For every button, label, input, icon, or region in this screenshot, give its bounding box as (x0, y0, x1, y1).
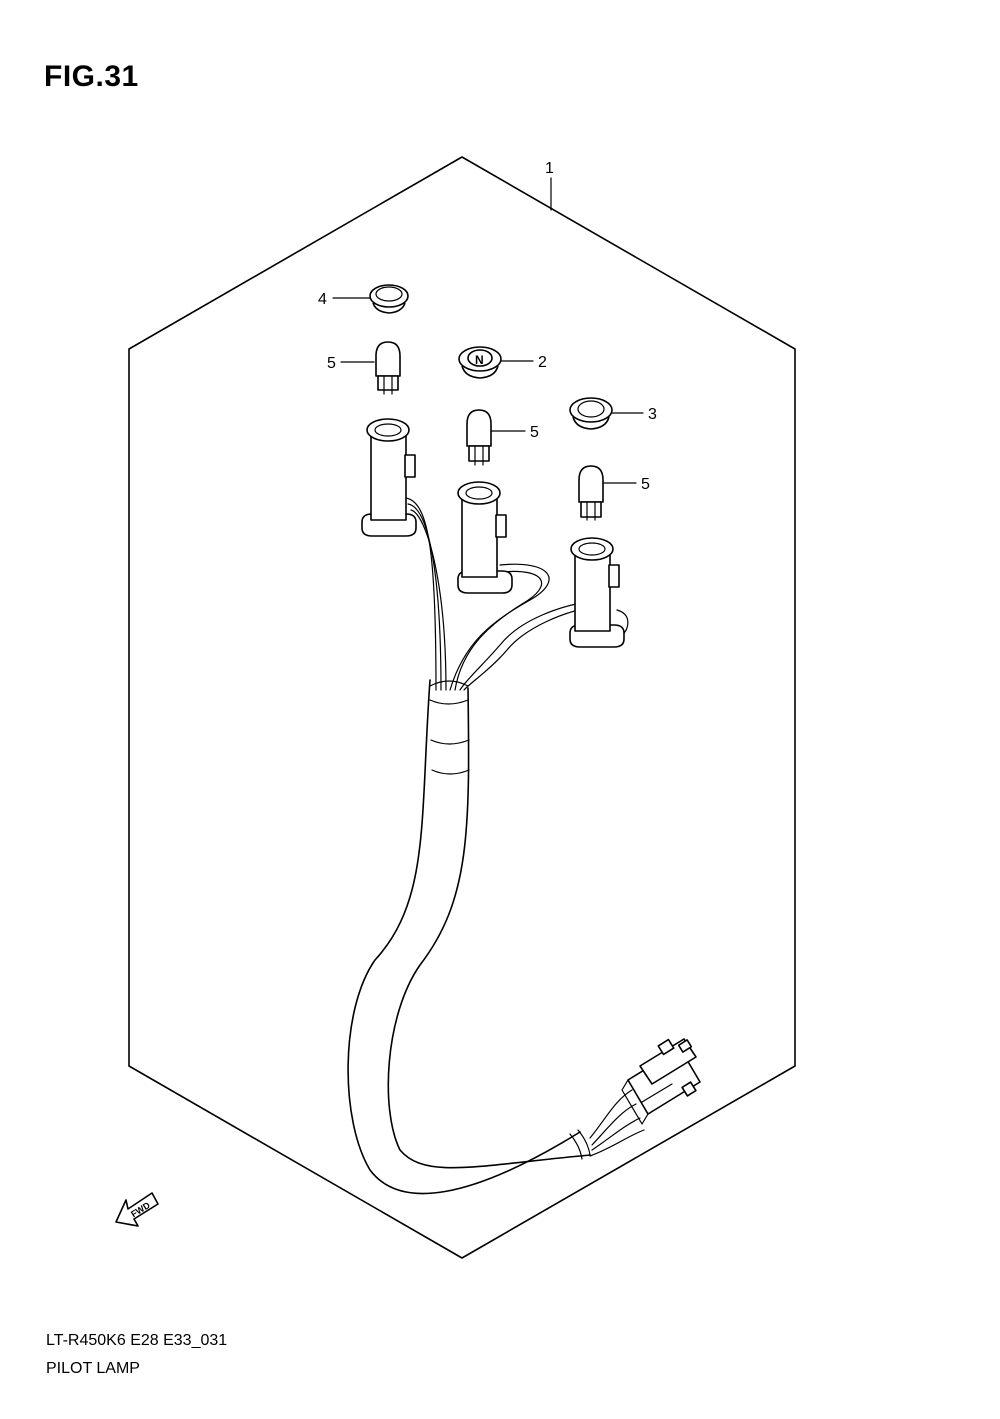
callout-4[interactable]: 4 (318, 291, 371, 308)
fwd-arrow-icon: FWD (115, 1192, 159, 1227)
socket-left (361, 418, 417, 537)
callout-5-right-label: 5 (641, 476, 650, 493)
harness-cable (347, 679, 591, 1195)
callout-3[interactable]: 3 (609, 406, 657, 423)
callout-5-middle-label: 5 (530, 424, 539, 441)
callout-5-left[interactable]: 5 (327, 355, 375, 372)
neutral-mark: N (475, 353, 484, 367)
figure-code: LT-R450K6 E28 E33_031 (46, 1332, 228, 1349)
figure-name: PILOT LAMP (46, 1360, 140, 1377)
lens-cap-3 (569, 397, 613, 430)
lens-cap-4 (369, 284, 409, 314)
callout-4-label: 4 (318, 291, 327, 308)
lens-cap-neutral: N (458, 346, 502, 379)
harness-wires (404, 497, 629, 691)
callout-3-label: 3 (648, 406, 657, 423)
bulb-left (375, 341, 401, 395)
callout-2-label: 2 (538, 354, 547, 371)
assembly-boundary (128, 156, 796, 1259)
callout-5-right[interactable]: 5 (603, 476, 650, 493)
figure-title: FIG.31 (44, 60, 139, 93)
connector-wires (589, 1089, 645, 1157)
bulb-right (578, 465, 604, 521)
socket-middle (457, 481, 513, 594)
connector (621, 1038, 701, 1125)
callout-1-label: 1 (545, 160, 554, 177)
bulb-middle (466, 409, 492, 466)
callout-5-middle[interactable]: 5 (489, 424, 539, 441)
callout-5-left-label: 5 (327, 355, 336, 372)
callout-2[interactable]: 2 (499, 354, 547, 371)
socket-right (569, 537, 625, 648)
callout-1[interactable]: 1 (545, 160, 554, 211)
